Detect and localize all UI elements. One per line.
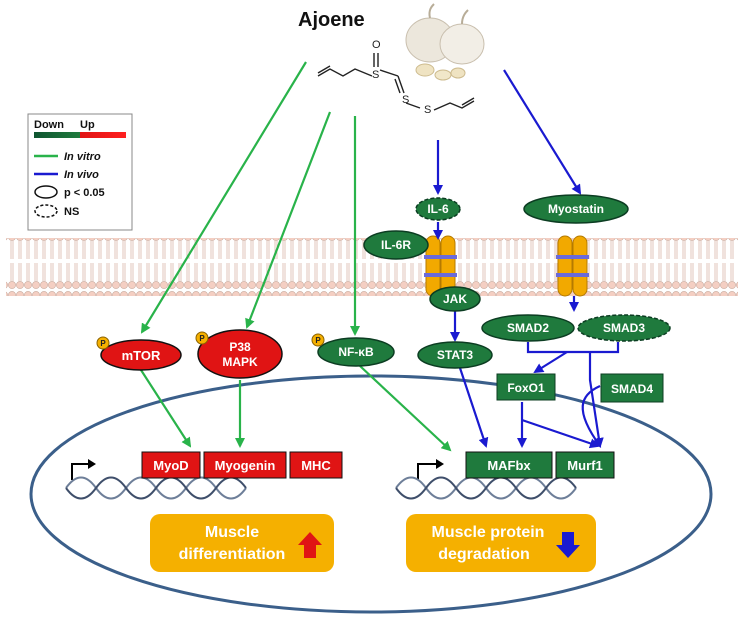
myogenin-gene-box	[203, 451, 287, 479]
myogenin-label: Myogenin	[215, 458, 276, 473]
arrow-ajoene-to-mtor	[140, 61, 307, 334]
p38-label: P38	[229, 340, 251, 354]
muscle-differentiation-box	[150, 514, 334, 572]
title-ajoene: Ajoene	[298, 9, 365, 31]
smad4-box	[600, 373, 664, 403]
arrow-smad-to-foxo1	[533, 351, 568, 374]
mtor-phospho-icon	[96, 336, 110, 350]
muscle-protein-degradation-box	[406, 514, 596, 572]
nfkb-label: NF-κB	[338, 345, 374, 359]
arrow-smad-to-murf1	[588, 352, 604, 448]
promoter-arrowhead-left	[88, 459, 96, 469]
differentiation-line2: differentiation	[179, 546, 286, 563]
legend-down: Down	[34, 119, 64, 131]
legend-up: Up	[80, 119, 95, 131]
smad2-label: SMAD2	[507, 321, 549, 335]
up-arrow-icon	[298, 532, 322, 558]
ajoene-structure	[317, 53, 475, 111]
arrow-stat3-to-mafbx	[458, 367, 489, 448]
sulfur-atom: S	[424, 104, 431, 116]
mafbx-label: MAFbx	[487, 458, 531, 473]
stat3-label: STAT3	[437, 348, 474, 362]
mtor-phospho-label: P	[100, 339, 106, 348]
p38-phospho-label: P	[199, 334, 205, 343]
mhc-gene-box	[289, 451, 343, 479]
arrow-ajoene-to-p38	[245, 111, 332, 329]
dna-helix-left	[65, 476, 247, 500]
garlic-image	[405, 3, 485, 81]
legend-in-vitro: In vitro	[64, 151, 101, 163]
il6-label: IL-6	[427, 202, 449, 216]
smad2-node	[481, 314, 575, 342]
promoter-arrow-right	[417, 463, 440, 480]
in-vitro-arrows	[140, 61, 452, 452]
mtor-label: mTOR	[122, 348, 161, 363]
il6-node	[415, 197, 461, 221]
arrow-mtor-to-myod	[140, 369, 192, 448]
arrow-ajoene-to-myostatin	[503, 69, 582, 195]
smad3-label: SMAD3	[603, 321, 645, 335]
nfkb-phospho-label: P	[315, 336, 321, 345]
legend-ns: NS	[64, 206, 79, 218]
differentiation-line1: Muscle	[205, 524, 259, 541]
arrow-foxo1-to-murf1	[521, 418, 600, 449]
smad4-label: SMAD4	[611, 382, 653, 396]
myod-label: MyoD	[153, 458, 188, 473]
smad-complex-bracket	[526, 342, 620, 354]
p38-phospho-icon	[195, 331, 209, 345]
foxo1-label: FoxO1	[507, 381, 545, 395]
legend-in-vivo: In vivo	[64, 169, 99, 181]
myostatin-node	[523, 194, 629, 224]
foxo1-box	[496, 373, 556, 401]
promoter-arrow-left	[71, 463, 94, 480]
mhc-label: MHC	[301, 458, 331, 473]
arrow-nfkb-to-mafbx	[359, 365, 452, 452]
sulfur-atom: S	[372, 69, 379, 81]
sulfur-atom: S	[402, 94, 409, 106]
legend: Down Up In vitro In vivo p < 0.05 NS	[27, 113, 133, 231]
smad3-node	[577, 314, 671, 342]
degradation-line1: Muscle protein	[432, 524, 545, 541]
legend-significant: p < 0.05	[64, 187, 105, 199]
stat3-node	[417, 341, 493, 369]
promoter-arrowhead-right	[436, 459, 444, 469]
legend-solid-ellipse	[34, 185, 58, 199]
mtor-node	[100, 339, 182, 371]
jak-node	[429, 286, 481, 312]
degradation-line2: degradation	[438, 546, 530, 563]
dna-helix-right	[395, 476, 577, 500]
in-vivo-arrows	[433, 69, 620, 449]
oxygen-atom: O	[372, 39, 381, 51]
down-arrow-icon	[556, 532, 580, 558]
p38-mapk-node	[197, 329, 283, 379]
myostatin-receptor	[556, 235, 589, 297]
murf1-label: Murf1	[567, 458, 602, 473]
legend-dashed-ellipse	[34, 204, 58, 218]
mafbx-gene-box	[465, 451, 553, 479]
il6r-label: IL-6R	[381, 238, 411, 252]
myod-gene-box	[141, 451, 201, 479]
murf1-gene-box	[555, 451, 615, 479]
nfkb-phospho-icon	[311, 333, 325, 347]
legend-color-bar	[34, 132, 126, 138]
nfkb-node	[317, 337, 395, 367]
nucleus	[29, 374, 713, 614]
myostatin-label: Myostatin	[548, 202, 604, 216]
jak-label: JAK	[443, 292, 467, 306]
mapk-label: MAPK	[222, 355, 258, 369]
il6r-node	[363, 230, 429, 260]
arrow-smad4-to-murf1	[581, 384, 602, 448]
